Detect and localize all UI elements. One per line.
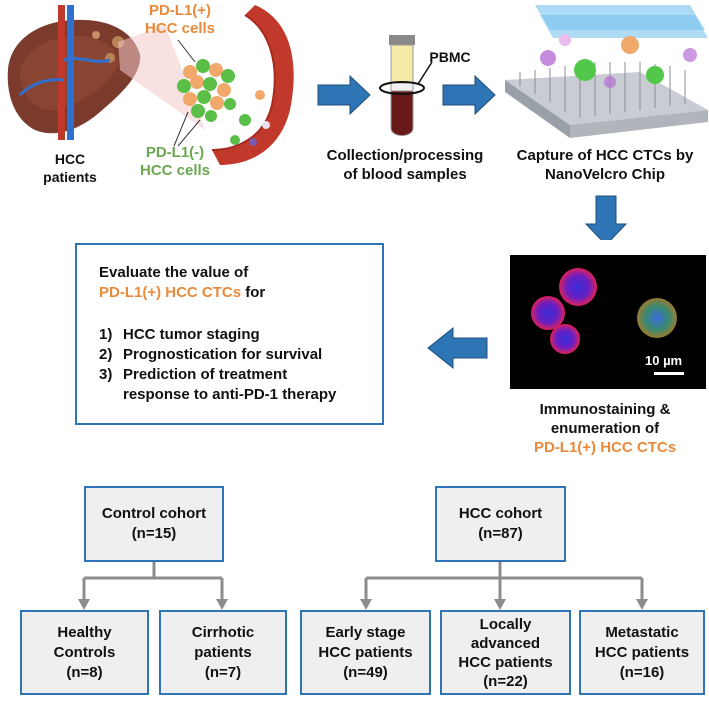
pdl1-negative-label: PD-L1(-)HCC cells — [139, 144, 211, 179]
tumor-cluster — [177, 59, 236, 122]
pbmc-label: PBMC — [429, 49, 471, 65]
evaluate-box: Evaluate the value of PD-L1(+) HCC CTCs … — [75, 243, 384, 425]
evaluate-title: Evaluate the value of — [99, 264, 249, 281]
arrow-left-icon — [427, 326, 488, 370]
hcc-cohort-box: HCC cohort(n=87) — [435, 486, 566, 562]
evaluate-highlight: PD-L1(+) HCC CTCs — [99, 284, 242, 301]
blood-vessel — [211, 5, 294, 165]
control-cohort-box: Control cohort(n=15) — [84, 486, 224, 562]
arrow-right-icon — [317, 74, 371, 116]
liver-illustration — [7, 5, 708, 240]
scale-bar-label: 10 µm — [645, 353, 683, 368]
pdl1-positive-label: PD-L1(+)HCC cells — [144, 2, 216, 37]
cohort-connectors — [78, 560, 648, 610]
nanovelcro-chip — [505, 5, 708, 138]
immunostaining-micrograph: 10 µm — [510, 255, 706, 389]
list-item: 2)Prognostication for survival — [99, 346, 323, 363]
arrow-right-icon — [442, 74, 496, 116]
arrow-down-icon — [584, 195, 628, 240]
list-item: 3)Prediction of treatment response to an… — [99, 366, 337, 403]
list-item: 1)HCC tumor staging — [99, 326, 260, 343]
blood-tube — [379, 35, 433, 136]
immunostaining-caption: Immunostaining &enumeration of PD-L1(+) … — [533, 401, 677, 456]
evaluate-suffix: for — [241, 284, 266, 301]
